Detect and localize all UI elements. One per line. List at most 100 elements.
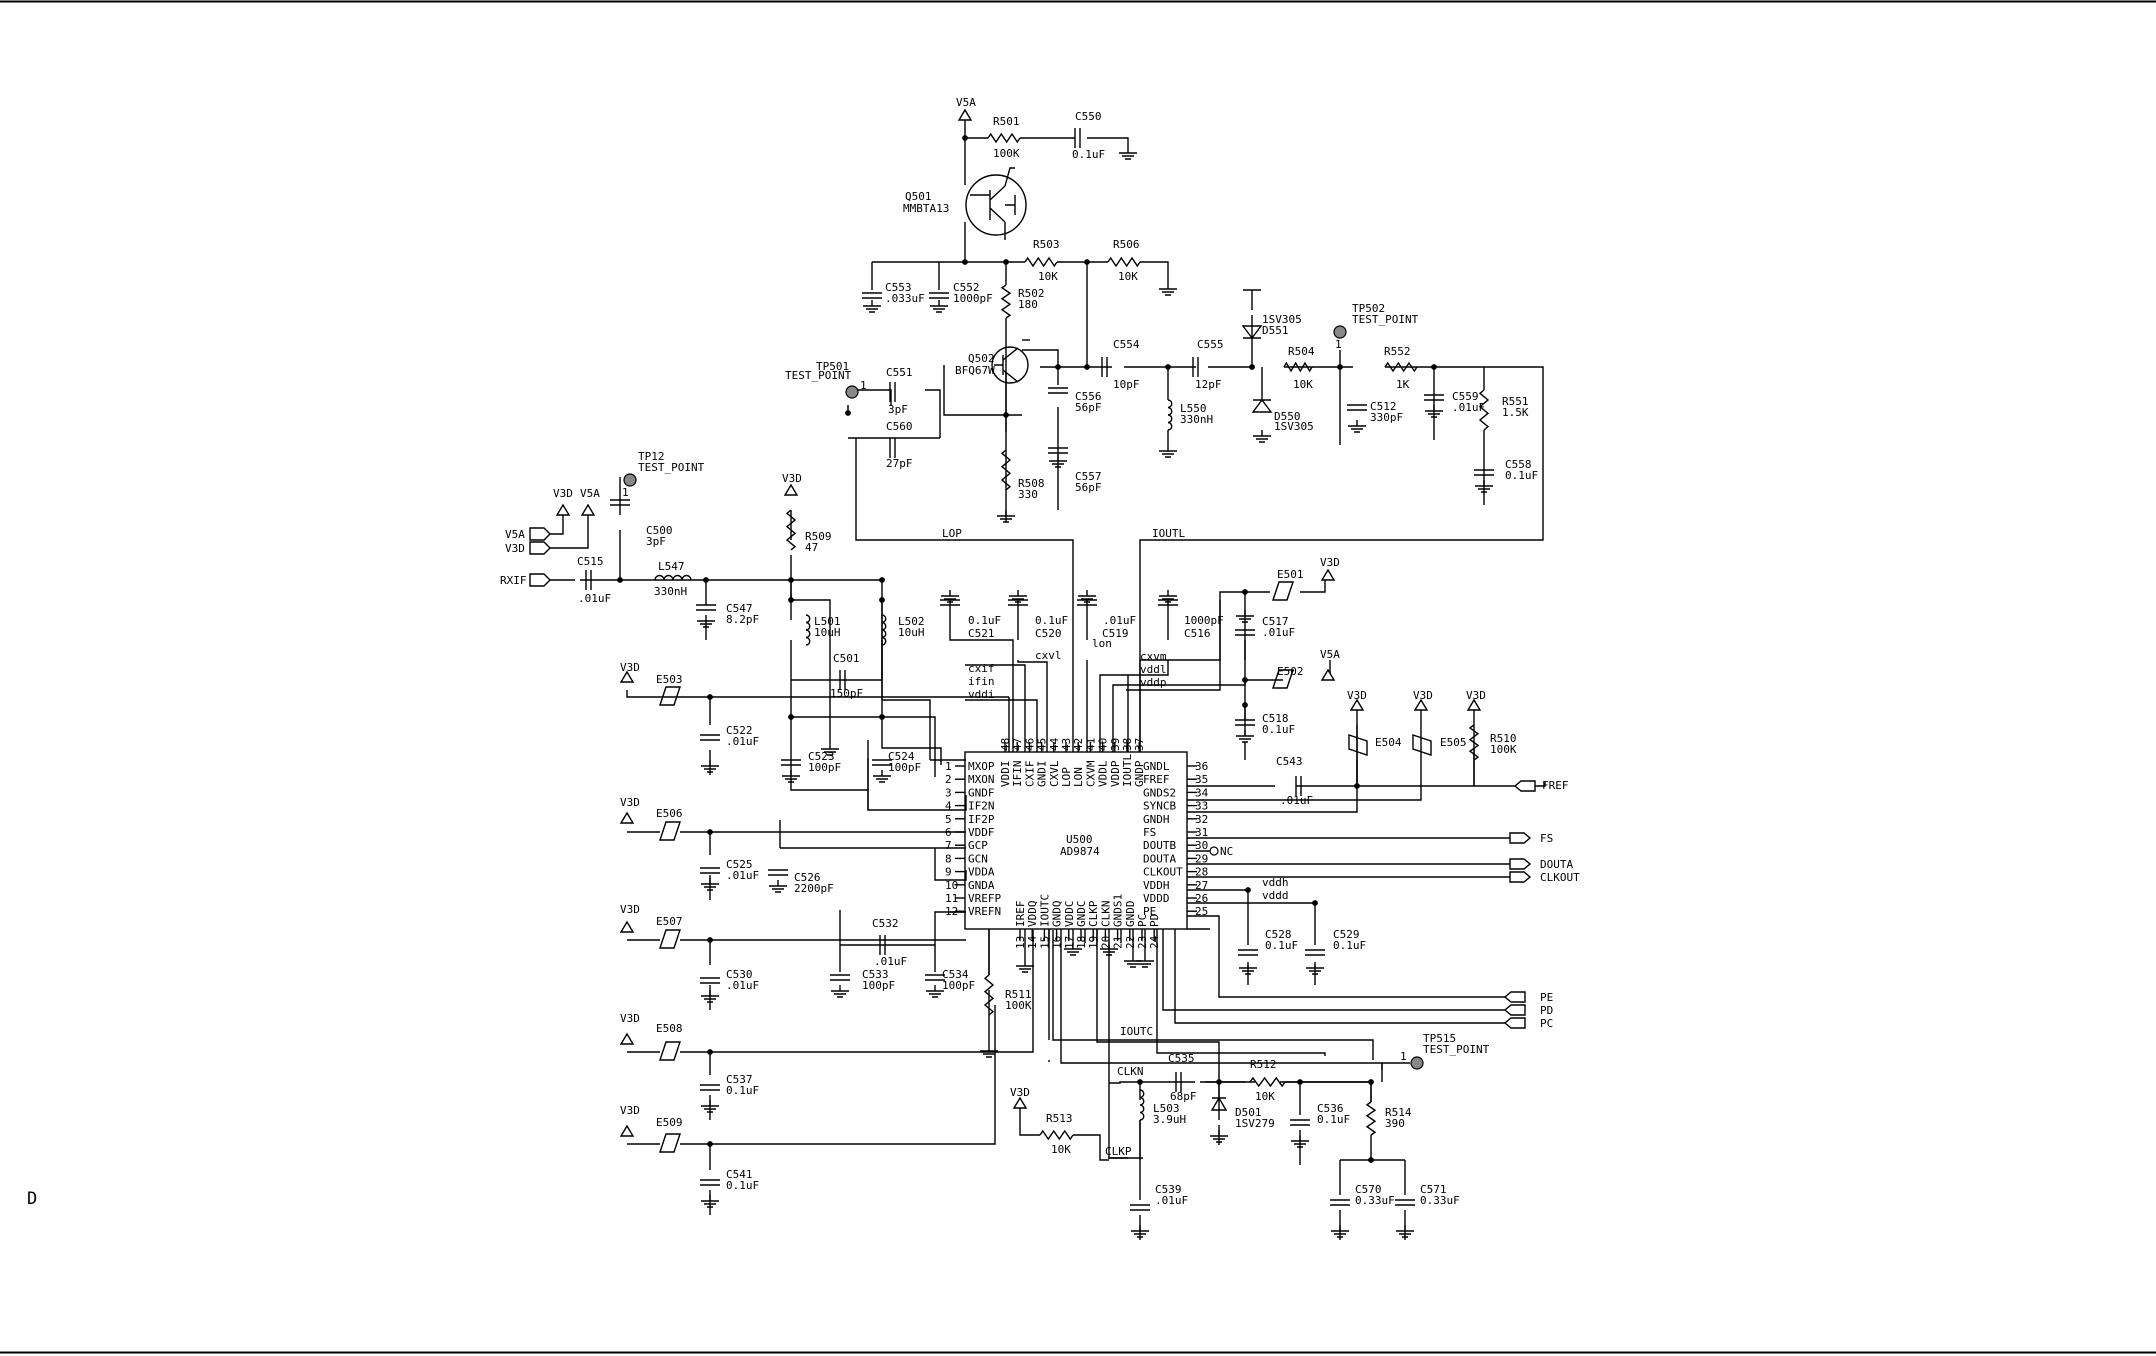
- ground-symbol: [1291, 1135, 1309, 1148]
- wiring: [548, 120, 1546, 1240]
- u500-pin-number: 23: [1136, 936, 1149, 949]
- r514-ref: R514: [1385, 1106, 1412, 1119]
- u500-pin-name: VREFN: [968, 905, 1001, 918]
- c571-ref: C571: [1420, 1183, 1447, 1196]
- port-fref[interactable]: FREF: [1513, 779, 1569, 792]
- ground-symbol: [1236, 610, 1254, 623]
- c520-ref: C520: [1035, 627, 1062, 640]
- net-vddh: vddh: [1262, 876, 1289, 889]
- capacitor-symbol: [1101, 357, 1108, 377]
- u500-pin-number: 17: [1063, 936, 1076, 949]
- r551-ref: R551: [1502, 395, 1529, 408]
- r504-value: 10K: [1293, 378, 1313, 391]
- u500-pin-number: 20: [1099, 936, 1112, 949]
- junction-dot: [1137, 1079, 1143, 1085]
- svg-text:V3D: V3D: [1320, 556, 1340, 569]
- svg-text:V5A: V5A: [956, 96, 976, 109]
- u500-pin-number: 21: [1112, 936, 1125, 949]
- port-clkout[interactable]: CLKOUT: [1509, 871, 1580, 884]
- junction-dot: [879, 597, 885, 603]
- supply-v3d-e509: V3D: [619, 1104, 640, 1137]
- r513-value: 10K: [1051, 1143, 1071, 1156]
- d550-value: 1SV305: [1274, 420, 1314, 433]
- u500-pin-name: VREFP: [968, 892, 1001, 905]
- u500-pin-number: 31: [1195, 826, 1208, 839]
- junction-dot: [1368, 1079, 1374, 1085]
- svg-text:TP501: TP501: [816, 360, 849, 373]
- r552-ref: R552: [1384, 345, 1411, 358]
- c559-value: .01uF: [1452, 401, 1485, 414]
- c543-value: .01uF: [1280, 794, 1313, 807]
- ground-symbol: [1396, 1225, 1414, 1238]
- ground-symbol: [1124, 955, 1142, 968]
- r509-value: 47: [805, 541, 818, 554]
- junction-dot: [707, 937, 713, 943]
- junction-dot: [1431, 364, 1437, 370]
- net-labels: LOP IOUTL cxif ifin vddi cxvl lon cxvm v…: [942, 527, 1289, 1158]
- c536-value: 0.1uF: [1317, 1113, 1350, 1126]
- c529-value: 0.1uF: [1333, 939, 1366, 952]
- svg-text:CLKOUT: CLKOUT: [1540, 871, 1580, 884]
- c560-value: 27pF: [886, 457, 913, 470]
- c517-ref: C517: [1262, 615, 1289, 628]
- c556-value: 56pF: [1075, 401, 1102, 414]
- port-v3d[interactable]: V3D: [505, 515, 589, 555]
- ground-symbol: [1131, 1225, 1149, 1238]
- u500-pin-number: 34: [1195, 786, 1209, 799]
- u500-pin-number: 11: [945, 892, 958, 905]
- c537-ref: C537: [726, 1073, 753, 1086]
- u500-pin-name: CXIF: [1023, 761, 1036, 788]
- svg-text:PE: PE: [1540, 991, 1553, 1004]
- r503-ref: R503: [1033, 238, 1060, 251]
- supply-v3d-e506: V3D: [619, 796, 640, 824]
- u500-pin-name: GNDD: [1124, 901, 1137, 928]
- capacitor-symbol: [889, 382, 896, 402]
- u500-pin-name: GNDF: [968, 786, 995, 799]
- u500-pin-number: 13: [1014, 936, 1027, 949]
- u500-pin-number: 27: [1195, 879, 1208, 892]
- u500-pin-name: SYNCB: [1143, 800, 1176, 813]
- capacitor-symbol: [1395, 1199, 1415, 1206]
- u500-pin-name: LON: [1072, 767, 1085, 787]
- supply-v3d-r513: V3D: [1010, 1086, 1030, 1109]
- c554-value: 10pF: [1113, 378, 1140, 391]
- port-rxif[interactable]: RXIF: [500, 573, 551, 587]
- r506-value: 10K: [1118, 270, 1138, 283]
- u500-ref: U500: [1066, 833, 1093, 846]
- capacitor-symbol: [1008, 599, 1028, 606]
- l503-value: 3.9uH: [1153, 1113, 1186, 1126]
- component-labels: Q501MMBTA13Q502BFQ67WR501100KC5500.1uFR5…: [577, 110, 1538, 1207]
- port-pc[interactable]: PC: [1503, 1017, 1553, 1030]
- supply-symbols: V5A V3D V5A V3D V3D V3D V3D V3D V3D V3D …: [553, 96, 1486, 1137]
- capacitor-symbol: [700, 1084, 720, 1091]
- u500-pin-name: GNDS1: [1112, 894, 1125, 927]
- ground-symbol: [1253, 430, 1271, 443]
- c525-ref: C525: [726, 858, 753, 871]
- r514-value: 390: [1385, 1117, 1405, 1130]
- l501-value: 10uH: [814, 626, 841, 639]
- svg-text:V3D: V3D: [782, 472, 802, 485]
- l550-ref: L550: [1180, 402, 1207, 415]
- port-pe[interactable]: PE: [1503, 991, 1553, 1004]
- u500-pin-name: VDDL: [1097, 760, 1110, 787]
- port-fs[interactable]: FS: [1509, 832, 1553, 845]
- supply-v3d-r509: V3D: [782, 472, 802, 496]
- d501-value: 1SV279: [1235, 1117, 1275, 1130]
- svg-text:TEST_POINT: TEST_POINT: [785, 369, 852, 382]
- port-pd[interactable]: PD: [1503, 1004, 1553, 1017]
- ground-symbol: [1136, 955, 1154, 968]
- svg-text:V3D: V3D: [1347, 689, 1367, 702]
- u500-pin-name: CXVL: [1048, 760, 1061, 787]
- ground-symbol: [1049, 455, 1067, 468]
- port-v5a[interactable]: V5A: [505, 515, 564, 541]
- u500-pin-number: 42: [1072, 738, 1085, 751]
- c519-value: .01uF: [1103, 614, 1136, 627]
- resistor-symbol: [1107, 256, 1141, 268]
- port-douta[interactable]: DOUTA: [1509, 858, 1573, 871]
